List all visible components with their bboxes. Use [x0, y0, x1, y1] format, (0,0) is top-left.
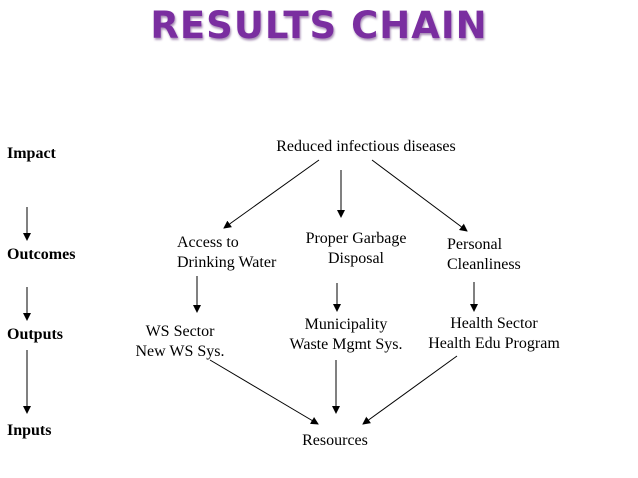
node-text-line-1: Health Sector: [450, 315, 538, 332]
node-personal-cleanliness: Personal Cleanliness: [447, 235, 547, 275]
slide-title: RESULTS CHAIN: [150, 4, 488, 47]
arrow-impact-to-water: [223, 159, 320, 229]
node-proper-garbage-disposal: Proper Garbage Disposal: [292, 229, 420, 269]
node-text-line-1: Access to: [177, 234, 239, 251]
level-label-outputs: Outputs: [7, 326, 64, 343]
node-text-line-2: Drinking Water: [177, 254, 277, 271]
node-text-line-2: Disposal: [328, 250, 384, 267]
node-text-line-2: Cleanliness: [447, 256, 521, 273]
node-text-line-1: Municipality: [304, 316, 388, 333]
node-text: Resources: [302, 432, 368, 449]
node-municipality: Municipality Waste Mgmt Sys.: [278, 315, 414, 355]
arrow-health-to-resources: [362, 355, 458, 425]
arrow-ws-to-resources: [209, 359, 319, 425]
node-text-line-1: Personal: [447, 236, 503, 253]
node-ws-sector: WS Sector New WS Sys.: [120, 322, 240, 362]
node-text-line-1: WS Sector: [145, 323, 215, 340]
node-access-drinking-water: Access to Drinking Water: [177, 233, 297, 273]
level-label-outcomes: Outcomes: [7, 246, 76, 263]
node-text-line-1: Proper Garbage: [305, 230, 407, 247]
node-text-line-2: Waste Mgmt Sys.: [289, 336, 403, 353]
node-text-line-2: Health Edu Program: [428, 335, 560, 352]
node-health-sector: Health Sector Health Edu Program: [418, 314, 570, 354]
node-reduced-infectious-diseases: Reduced infectious diseases: [246, 137, 486, 157]
level-label-impact: Impact: [7, 145, 56, 162]
node-text-line-2: New WS Sys.: [135, 343, 225, 360]
level-label-inputs: Inputs: [7, 422, 52, 439]
node-resources: Resources: [280, 431, 390, 451]
arrow-impact-to-cleanliness: [371, 159, 468, 232]
node-text: Reduced infectious diseases: [276, 138, 456, 155]
